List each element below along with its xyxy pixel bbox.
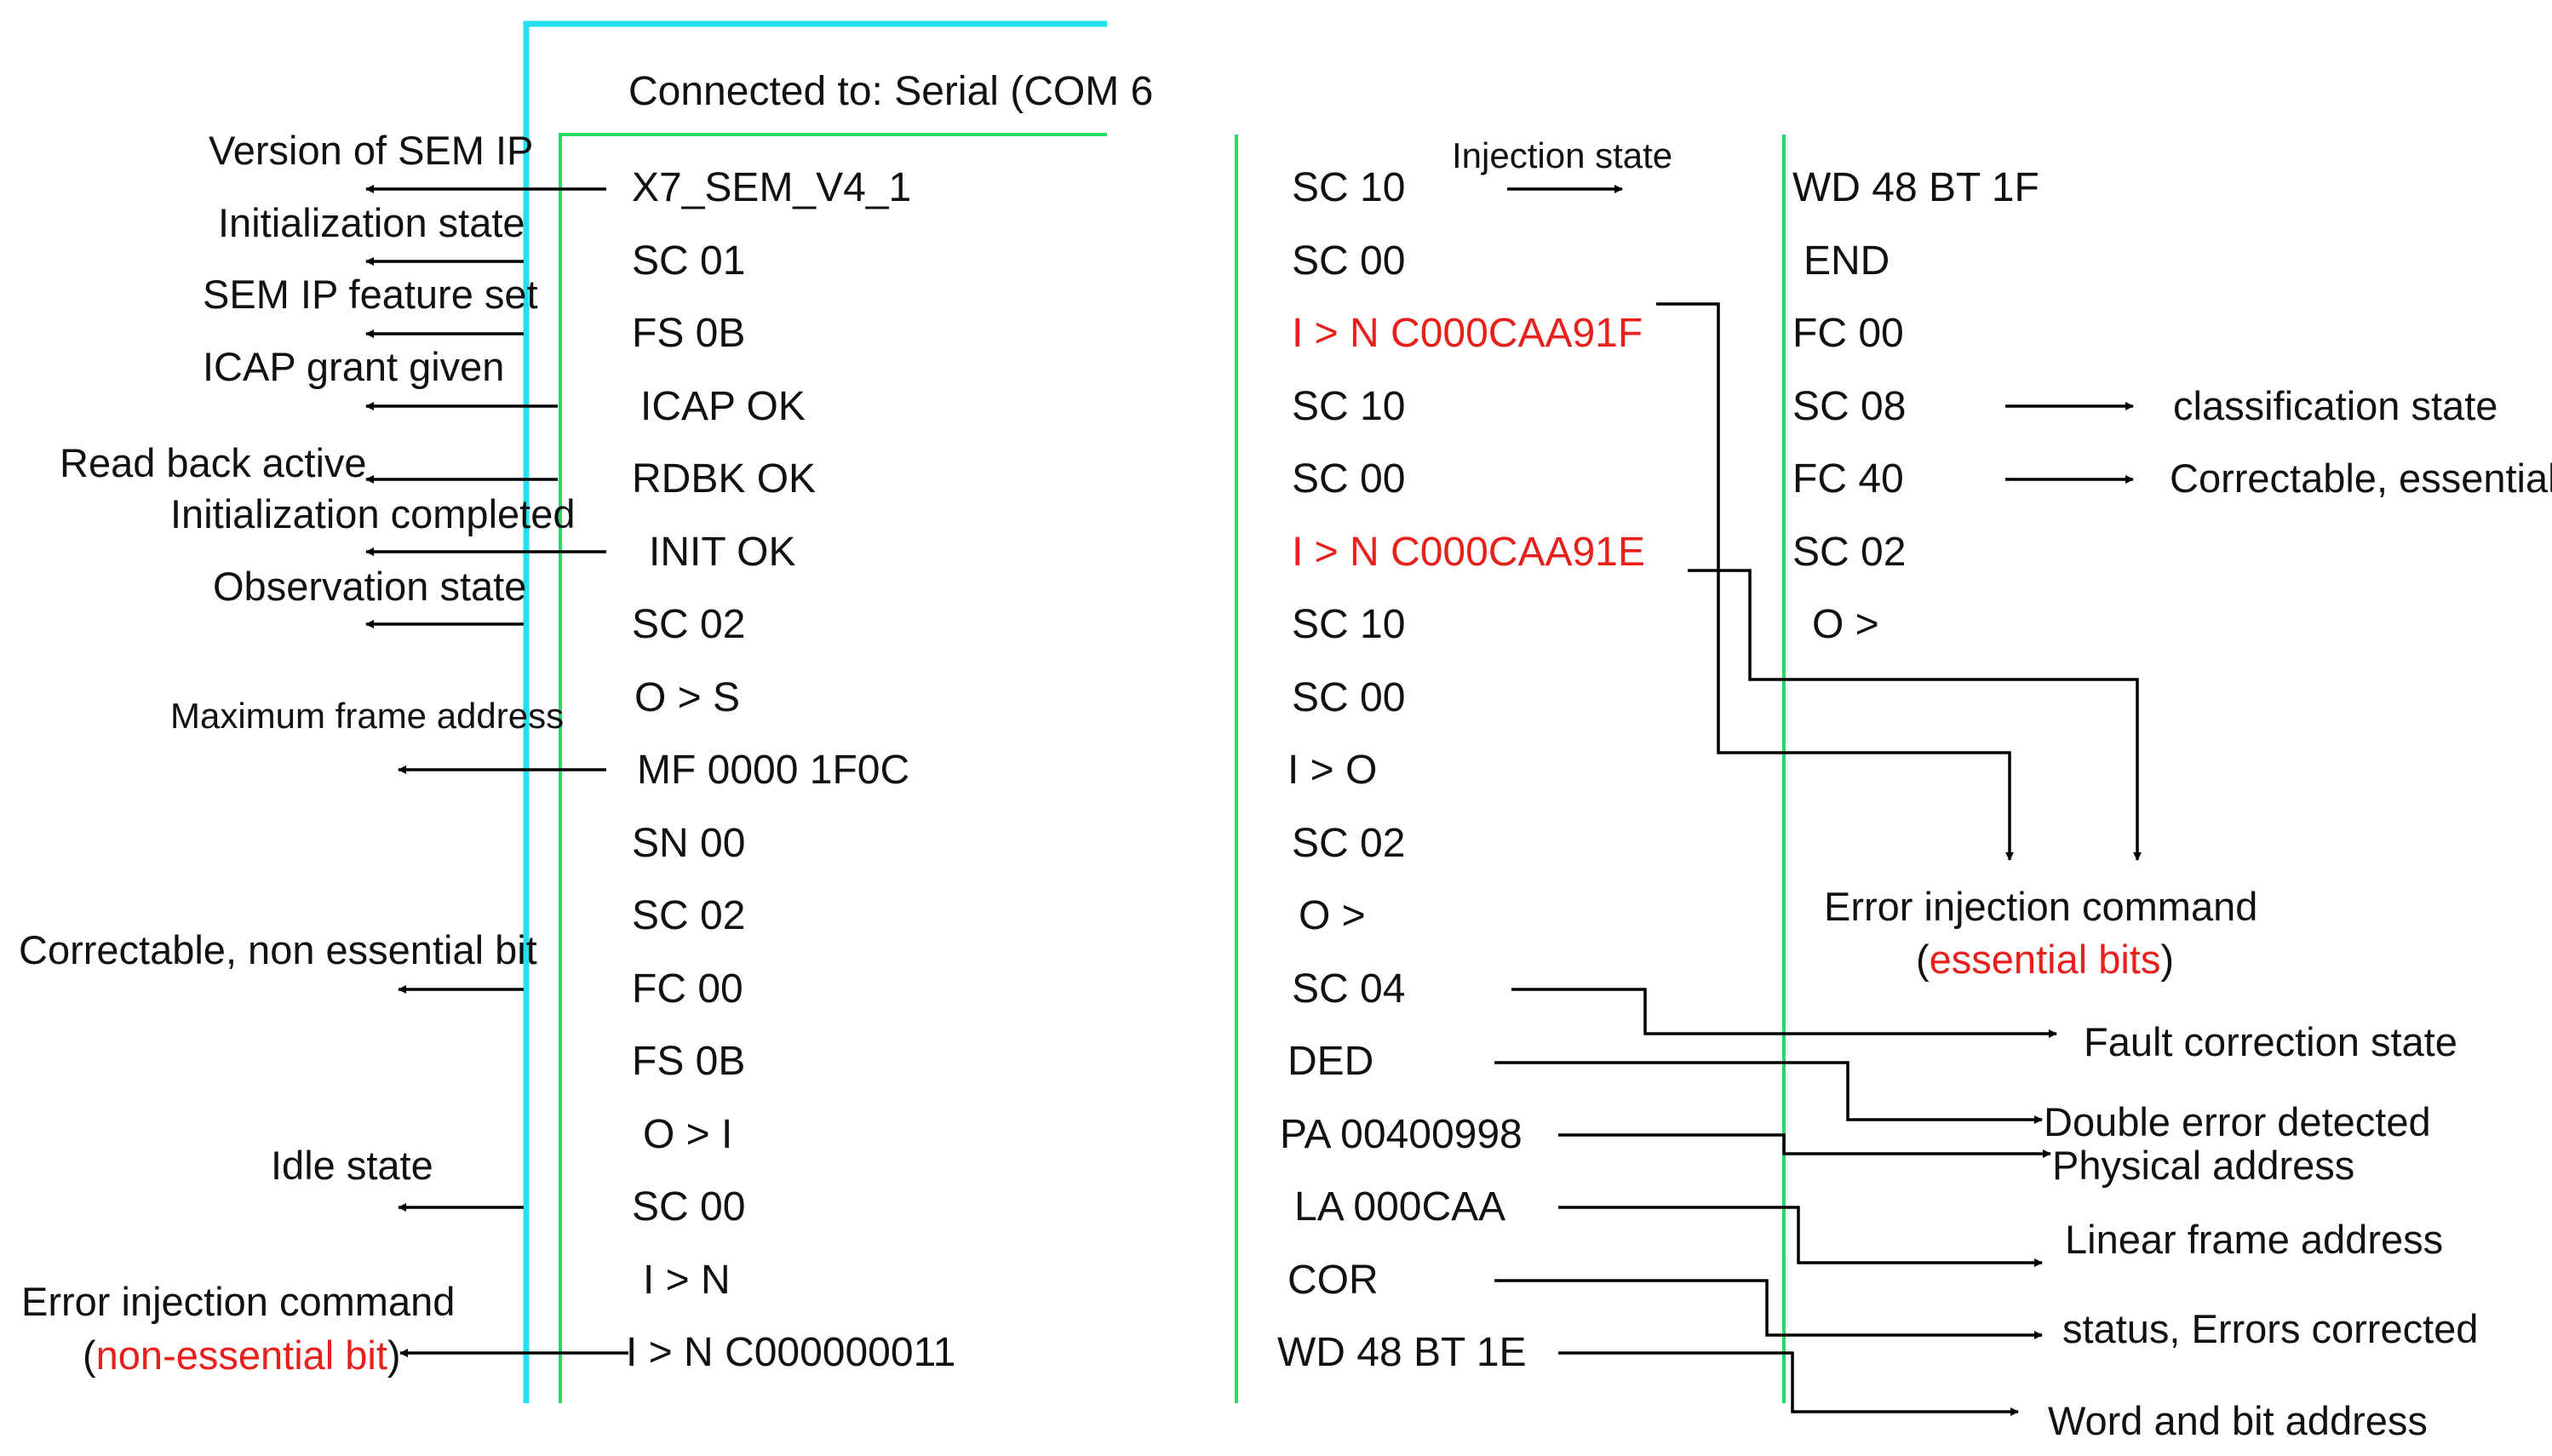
- annotation-error-injection-left: Error injection command: [21, 1279, 455, 1324]
- log-line: O > I: [643, 1112, 732, 1157]
- log-line: LA 000CAA: [1294, 1184, 1505, 1230]
- annotation-word-bit: Word and bit address: [2048, 1398, 2428, 1443]
- window-frame-cyan: [523, 20, 1107, 1403]
- annotation-icap: ICAP grant given: [203, 344, 504, 389]
- paren-close: ): [2160, 937, 2174, 982]
- log-line: INIT OK: [649, 530, 795, 575]
- log-line: SC 02: [632, 602, 745, 647]
- connection-status: Connected to: Serial (COM 6: [628, 69, 1153, 114]
- connector-word-bit: [1558, 1351, 2019, 1416]
- annotation-readback: Read back active: [60, 440, 367, 485]
- annotation-injection-state: Injection state: [1452, 135, 1672, 175]
- log-line: SC 01: [632, 238, 745, 284]
- log-line-injection: I > N C000CAA91F: [1292, 311, 1643, 356]
- right-annotations: Injection state classification state Cor…: [1452, 135, 2552, 1443]
- log-line: COR: [1287, 1258, 1379, 1303]
- connector-physical-address: [1558, 1133, 2051, 1158]
- left-annotations: Version of SEM IP Initialization state S…: [19, 128, 576, 1378]
- log-line: SC 10: [1292, 384, 1405, 429]
- log-line: SN 00: [632, 821, 745, 866]
- annotation-max-frame: Maximum frame address: [170, 696, 564, 736]
- log-line: X7_SEM_V4_1: [632, 165, 911, 210]
- annotation-init-done: Initialization completed: [170, 491, 576, 536]
- log-line: SC 02: [1792, 530, 1906, 575]
- annotation-fault-correction: Fault correction state: [2084, 1019, 2457, 1064]
- annotation-essential: (essential bits): [1916, 937, 2174, 982]
- log-line: SC 00: [632, 1184, 745, 1230]
- terminal-column-2: SC 10 SC 00 I > N C000CAA91F SC 10 SC 00…: [1277, 165, 1645, 1375]
- log-line: ICAP OK: [640, 384, 806, 429]
- log-line: I > O: [1287, 748, 1377, 793]
- annotation-linear-frame: Linear frame address: [2065, 1217, 2443, 1262]
- log-line: MF 0000 1F0C: [637, 748, 909, 793]
- log-line: SC 00: [1292, 456, 1405, 502]
- connector-double-error: [1494, 1061, 2043, 1124]
- log-line: O >: [1812, 602, 1879, 647]
- log-line: O > S: [634, 675, 740, 720]
- connector-injection-2: [1688, 569, 2142, 861]
- annotation-init-state: Initialization state: [218, 200, 525, 245]
- connector-fault-correction: [1511, 988, 2057, 1038]
- annotation-error-injection-right: Error injection command: [1824, 884, 2257, 929]
- annotation-version: Version of SEM IP: [209, 128, 533, 173]
- log-line: SC 02: [632, 893, 745, 938]
- non-essential-text: non-essential bit: [96, 1333, 387, 1378]
- log-line: RDBK OK: [632, 456, 816, 502]
- annotation-observation: Observation state: [213, 564, 526, 609]
- log-line: FC 40: [1792, 456, 1904, 502]
- log-line: O >: [1299, 893, 1366, 938]
- annotation-non-essential: (non-essential bit): [83, 1333, 401, 1378]
- log-line: FC 00: [632, 966, 743, 1012]
- connector-status-corrected: [1494, 1279, 2043, 1339]
- log-line: FC 00: [1792, 311, 1904, 356]
- paren-open: (: [1916, 937, 1930, 982]
- annotation-correctable-ess: Correctable, essential: [2170, 456, 2552, 501]
- log-line: SC 00: [1292, 238, 1405, 284]
- log-line: FS 0B: [632, 1039, 745, 1084]
- terminal-column-3: WD 48 BT 1F END FC 00 SC 08 FC 40 SC 02 …: [1792, 165, 2039, 647]
- log-line: I > N C000000011: [626, 1330, 955, 1375]
- annotation-classification: classification state: [2173, 383, 2498, 428]
- log-line: SC 08: [1792, 384, 1906, 429]
- log-line: SC 10: [1292, 165, 1405, 210]
- annotation-idle: Idle state: [271, 1143, 433, 1188]
- left-arrows: [365, 185, 628, 1357]
- terminal-column-1: X7_SEM_V4_1 SC 01 FS 0B ICAP OK RDBK OK …: [626, 165, 955, 1375]
- log-line: SC 10: [1292, 602, 1405, 647]
- annotation-correctable-ne: Correctable, non essential bit: [19, 927, 537, 972]
- annotation-status-corrected: status, Errors corrected: [2062, 1306, 2478, 1351]
- annotation-feature-set: SEM IP feature set: [203, 272, 538, 317]
- log-line: SC 00: [1292, 675, 1405, 720]
- paren-open: (: [83, 1333, 96, 1378]
- connector-linear-frame: [1558, 1206, 2043, 1267]
- annotation-double-error: Double error detected: [2044, 1099, 2431, 1144]
- log-line: SC 04: [1292, 966, 1405, 1012]
- connector-injection-1: [1656, 302, 2014, 861]
- log-line: DED: [1287, 1039, 1373, 1084]
- log-line: WD 48 BT 1E: [1277, 1330, 1527, 1375]
- log-line: I > N: [643, 1258, 731, 1303]
- log-line: END: [1804, 238, 1890, 284]
- annotation-physical-address: Physical address: [2052, 1143, 2354, 1188]
- essential-text: essential bits: [1930, 937, 2161, 982]
- log-line: PA 00400998: [1280, 1112, 1523, 1157]
- paren-close: ): [387, 1333, 401, 1378]
- log-line: WD 48 BT 1F: [1792, 165, 2039, 210]
- log-line: SC 02: [1292, 821, 1405, 866]
- log-line-injection: I > N C000CAA91E: [1292, 530, 1645, 575]
- right-arrows: [1494, 185, 2142, 1416]
- log-line: FS 0B: [632, 311, 745, 356]
- window-frame-green: [559, 133, 1107, 1403]
